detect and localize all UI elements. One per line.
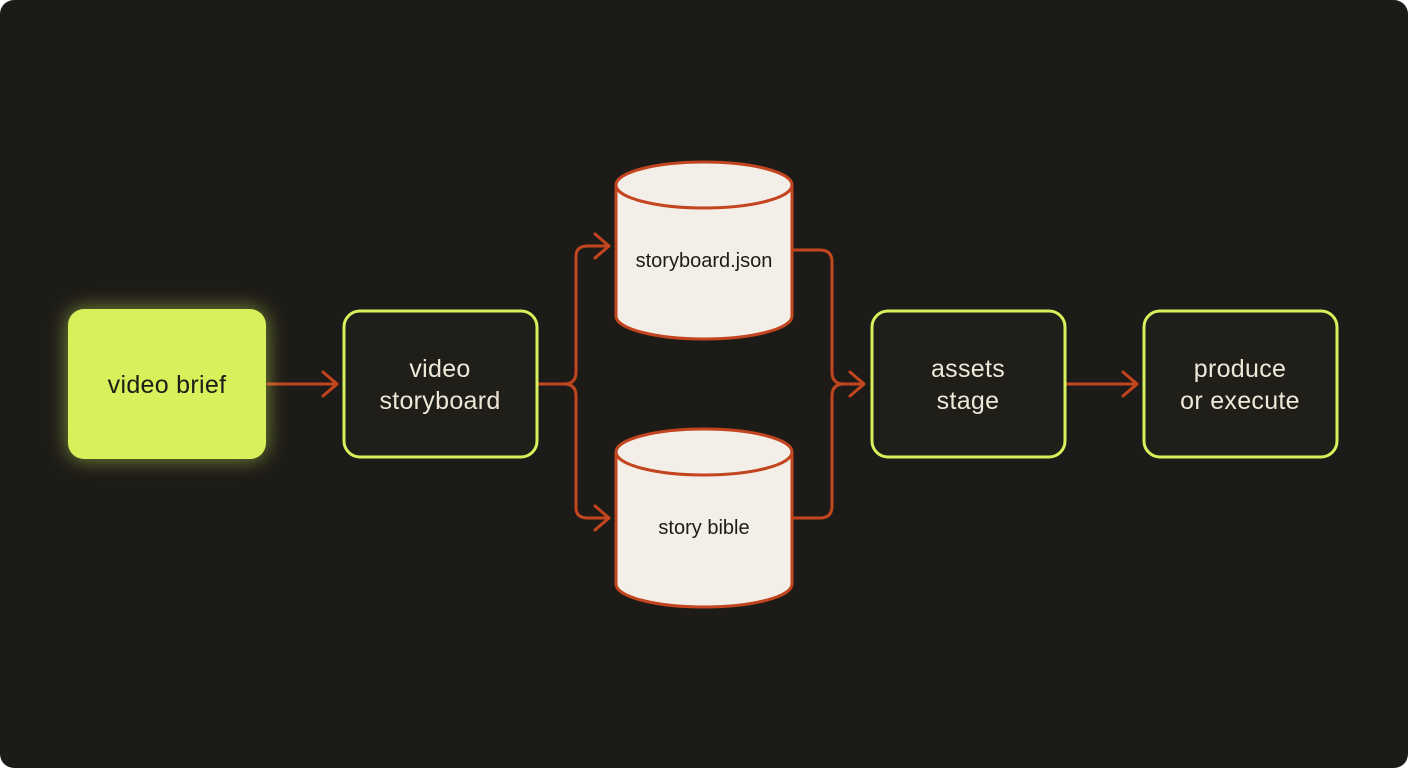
arrow-brief-to-storyboard xyxy=(266,370,339,398)
store-storyboard-json: storyboard.json xyxy=(614,160,794,341)
store-label: storyboard.json xyxy=(636,250,773,272)
node-label-line-2: stage xyxy=(937,387,1000,415)
arrow-storyboard-to-storyboard-json xyxy=(536,232,611,386)
connectors xyxy=(266,232,1139,532)
arrow-storyboard-json-to-assets xyxy=(790,248,866,398)
database-icon xyxy=(614,427,794,609)
node-box xyxy=(68,309,266,459)
node-label-line-2: storyboard xyxy=(379,387,500,415)
node-box xyxy=(342,309,539,459)
node-label: video brief xyxy=(108,371,227,399)
node-label-line-2: or execute xyxy=(1180,387,1300,415)
node-label-line-1: video xyxy=(409,355,470,383)
node-label-line-1: assets xyxy=(931,355,1005,383)
database-icon xyxy=(614,160,794,341)
node-box xyxy=(870,309,1067,459)
store-label: story bible xyxy=(658,517,749,539)
arrow-storyboard-to-story-bible xyxy=(562,382,611,532)
node-label-line-1: produce xyxy=(1194,355,1286,383)
node-video-brief: video brief xyxy=(68,309,266,459)
arrow-assets-to-produce xyxy=(1064,370,1139,398)
node-assets-stage: assets stage xyxy=(870,309,1067,459)
arrow-story-bible-to-assets xyxy=(790,382,846,520)
node-box xyxy=(1142,309,1339,459)
store-story-bible: story bible xyxy=(614,427,794,609)
node-video-storyboard: video storyboard xyxy=(342,309,539,459)
node-produce-or-execute: produce or execute xyxy=(1142,309,1339,459)
